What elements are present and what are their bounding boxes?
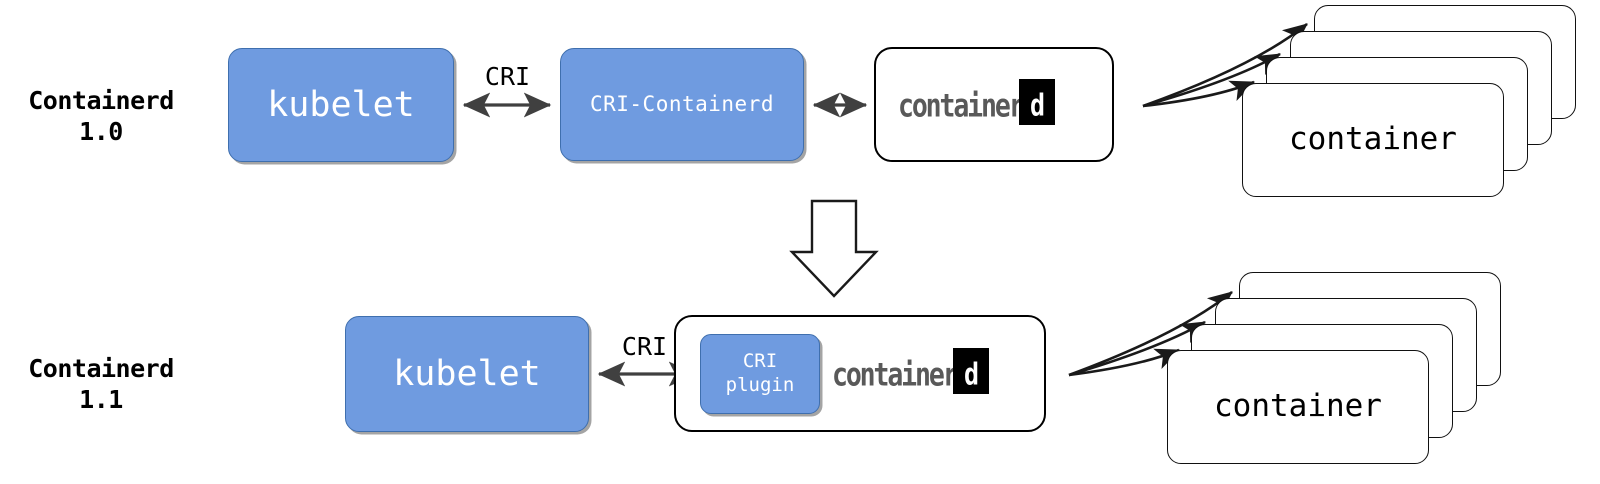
node-kubelet-top-label: kubelet [267, 84, 415, 125]
node-kubelet-top[interactable]: kubelet [228, 48, 454, 162]
node-cri-containerd-label: CRI-Containerd [589, 92, 774, 117]
connector-label-cri-top: CRI [484, 62, 531, 91]
container-stack-label-top: container [1289, 121, 1457, 158]
container-stack-item-1-top[interactable]: container [1242, 83, 1504, 197]
containerd-logo-d-bottom: d [963, 356, 979, 392]
containerd-logo-dbox-bottom: d [953, 347, 990, 394]
containerd-logo-top: container d [898, 78, 1056, 128]
node-containerd-top[interactable] [874, 47, 1114, 162]
row-label-containerd-10: Containerd 1.0 [28, 86, 174, 146]
connector-label-cri-bottom: CRI [621, 332, 668, 361]
containerd-logo-dbox-top: d [1019, 78, 1056, 125]
node-kubelet-bottom[interactable]: kubelet [345, 316, 589, 432]
node-cri-containerd[interactable]: CRI-Containerd [560, 48, 804, 161]
transition-down-arrow [789, 199, 879, 298]
containerd-logo-wordmark-bottom: container [832, 355, 959, 393]
container-stack-item-1-bottom[interactable]: container [1167, 350, 1429, 464]
container-stack-label-bottom: container [1214, 388, 1382, 425]
row-label-containerd-11: Containerd 1.1 [28, 354, 174, 414]
containerd-logo-bottom: container d [832, 347, 990, 397]
node-cri-plugin-label: CRI plugin [725, 350, 795, 396]
containerd-logo-wordmark-top: container [898, 86, 1025, 124]
node-cri-plugin[interactable]: CRI plugin [700, 334, 820, 414]
containerd-logo-d-top: d [1029, 87, 1045, 123]
node-kubelet-bottom-label: kubelet [393, 353, 541, 394]
